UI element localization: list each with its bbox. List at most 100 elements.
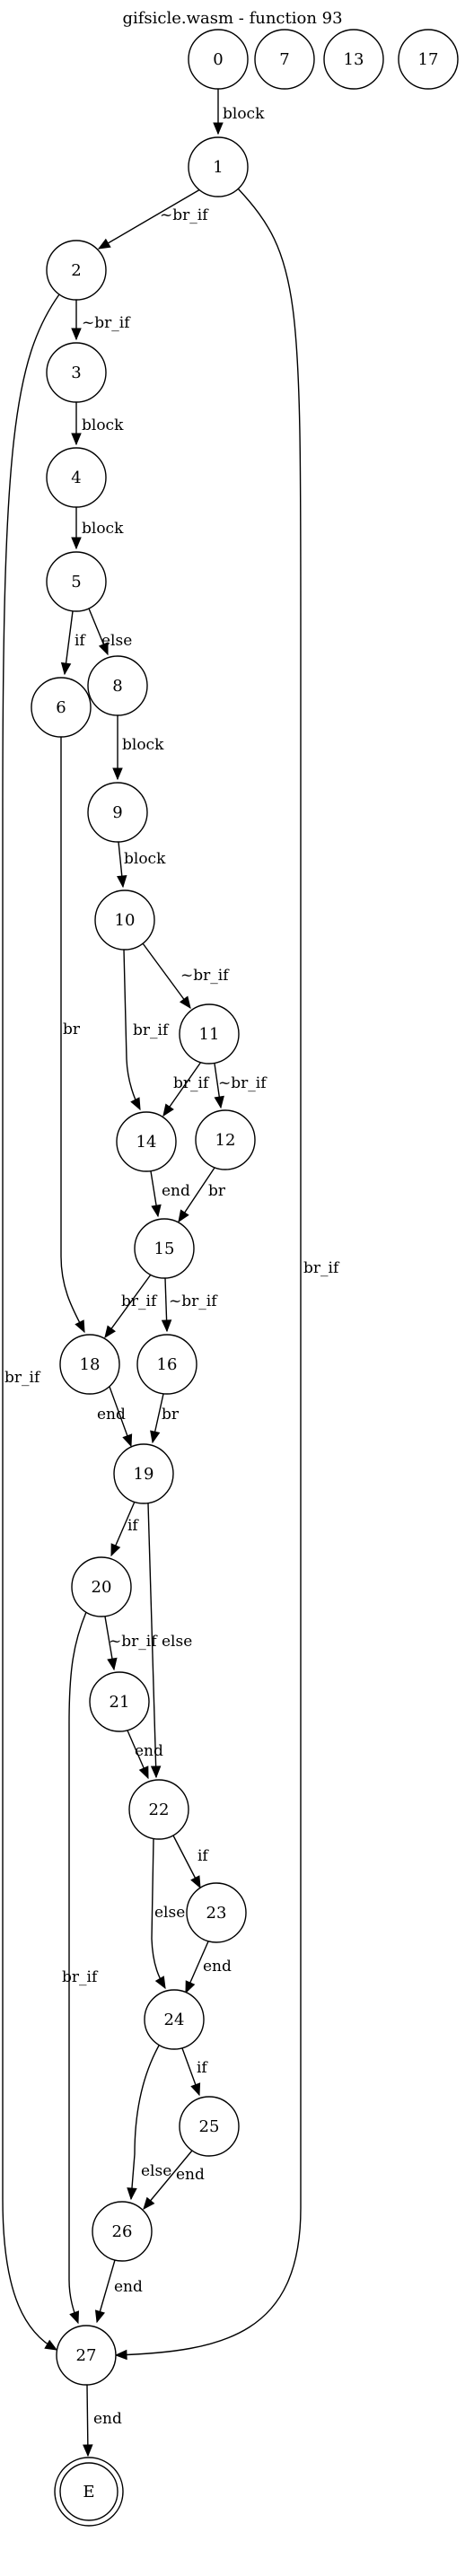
node-7-circle [254,29,315,90]
edge-27-E: end [83,2384,122,2458]
node-26: 26 [92,2201,153,2262]
edge-8-9-arrowhead [112,767,123,781]
edge-5-8-label: else [101,632,132,650]
edge-20-21-label: ~br_if [109,1633,158,1651]
node-4-circle [46,447,107,508]
edge-6-18: br [60,737,85,1334]
node-18-circle [59,1334,120,1395]
edge-1-27-label: br_if [303,1259,340,1277]
node-5-circle [46,551,107,612]
edge-5-6-arrowhead [60,662,72,676]
edge-10-14-label: br_if [133,1021,170,1039]
node-11: 11 [179,1003,240,1065]
node-3: 3 [46,342,107,403]
edge-10-11-arrowhead [179,995,191,1010]
node-E-inner-ring [59,2462,118,2521]
edge-9-10: block [117,841,166,889]
node-26-circle [92,2201,153,2262]
edge-24-25: if [181,2047,208,2097]
node-17-circle [398,29,459,90]
node-4: 4 [46,447,107,508]
edge-2-3-label: ~br_if [82,314,131,332]
edge-10-11-line [142,942,191,1009]
edge-2-3-arrowhead [71,328,82,341]
edge-26-27: end [94,2259,143,2324]
edge-23-24-arrowhead [185,1980,196,1994]
node-21: 21 [89,1671,150,1732]
edge-15-16-arrowhead [161,1319,172,1333]
edge-8-9: block [112,715,164,781]
edge-14-15: end [150,1170,190,1218]
edge-1-27: br_if [114,188,340,2361]
edge-14-15-label: end [162,1182,190,1200]
node-20-circle [71,1556,132,1617]
node-10-label: 10 [115,911,136,930]
edge-18-19: end [97,1386,133,1448]
node-11-circle [179,1003,240,1065]
edge-25-26-label: end [176,2166,205,2184]
node-24-label: 24 [164,2011,185,2029]
node-27: 27 [56,2325,117,2386]
edge-15-18-label: br_if [121,1292,158,1310]
node-14-label: 14 [136,1133,157,1152]
edge-11-14: br_if [162,1061,210,1117]
edge-19-22-line [147,1503,157,1778]
edge-19-22: else [147,1503,192,1779]
edge-2-27-label: br_if [4,1369,41,1387]
edge-10-14: br_if [123,949,170,1111]
edge-19-20: if [110,1501,139,1557]
node-0-label: 0 [213,50,223,69]
edge-1-2-line [98,188,201,250]
edge-10-11-label: ~br_if [180,967,230,985]
edge-21-22-arrowhead [138,1766,149,1780]
node-E: E [54,2457,124,2527]
edge-4-5: block [71,507,124,550]
edge-9-10-label: block [124,850,166,868]
edge-24-26-arrowhead [127,2187,137,2201]
edge-24-25-label: if [197,2059,208,2077]
edge-3-4: block [71,402,124,446]
node-8: 8 [87,655,148,716]
node-E-label: E [83,2483,94,2502]
edge-25-26-arrowhead [143,2196,155,2210]
node-27-label: 27 [76,2346,97,2365]
node-17: 17 [398,29,459,90]
edge-15-18: br_if [104,1274,158,1339]
node-6-label: 6 [56,698,66,717]
edge-24-25-arrowhead [190,2082,201,2097]
edge-27-E-line [86,2384,89,2457]
edge-15-18-arrowhead [104,1325,117,1339]
node-1: 1 [188,136,249,197]
node-24-circle [144,1989,205,2050]
edge-0-1-label: block [223,105,265,123]
edge-0-1: block [213,89,265,136]
edge-20-27: br_if [62,1611,99,2325]
node-16-circle [136,1334,197,1395]
edge-5-6-label: if [75,632,86,650]
edge-22-23-arrowhead [190,1875,201,1889]
node-12: 12 [195,1109,256,1170]
edge-11-12: ~br_if [214,1063,268,1109]
edge-18-19-label: end [97,1406,126,1424]
edge-16-19: br [150,1393,180,1444]
graph-title: gifsicle.wasm - function 93 [122,9,342,28]
edge-21-22-label: end [135,1742,163,1760]
edge-5-6: if [60,610,86,676]
edge-2-27: br_if [2,294,60,2351]
edge-18-19-arrowhead [122,1433,133,1448]
node-24: 24 [144,1989,205,2050]
node-7-label: 7 [279,50,289,69]
node-25-label: 25 [199,2117,220,2136]
edge-15-18-line [104,1274,152,1338]
node-15-circle [134,1218,195,1279]
edge-14-15-arrowhead [151,1204,162,1218]
node-27-circle [56,2325,117,2386]
edge-5-8-arrowhead [98,642,109,656]
edge-20-27-label: br_if [62,1968,99,1986]
node-19-label: 19 [134,1465,154,1484]
edge-11-12-label: ~br_if [218,1074,268,1092]
edge-1-27-arrowhead [114,2349,127,2361]
node-4-label: 4 [71,469,81,487]
